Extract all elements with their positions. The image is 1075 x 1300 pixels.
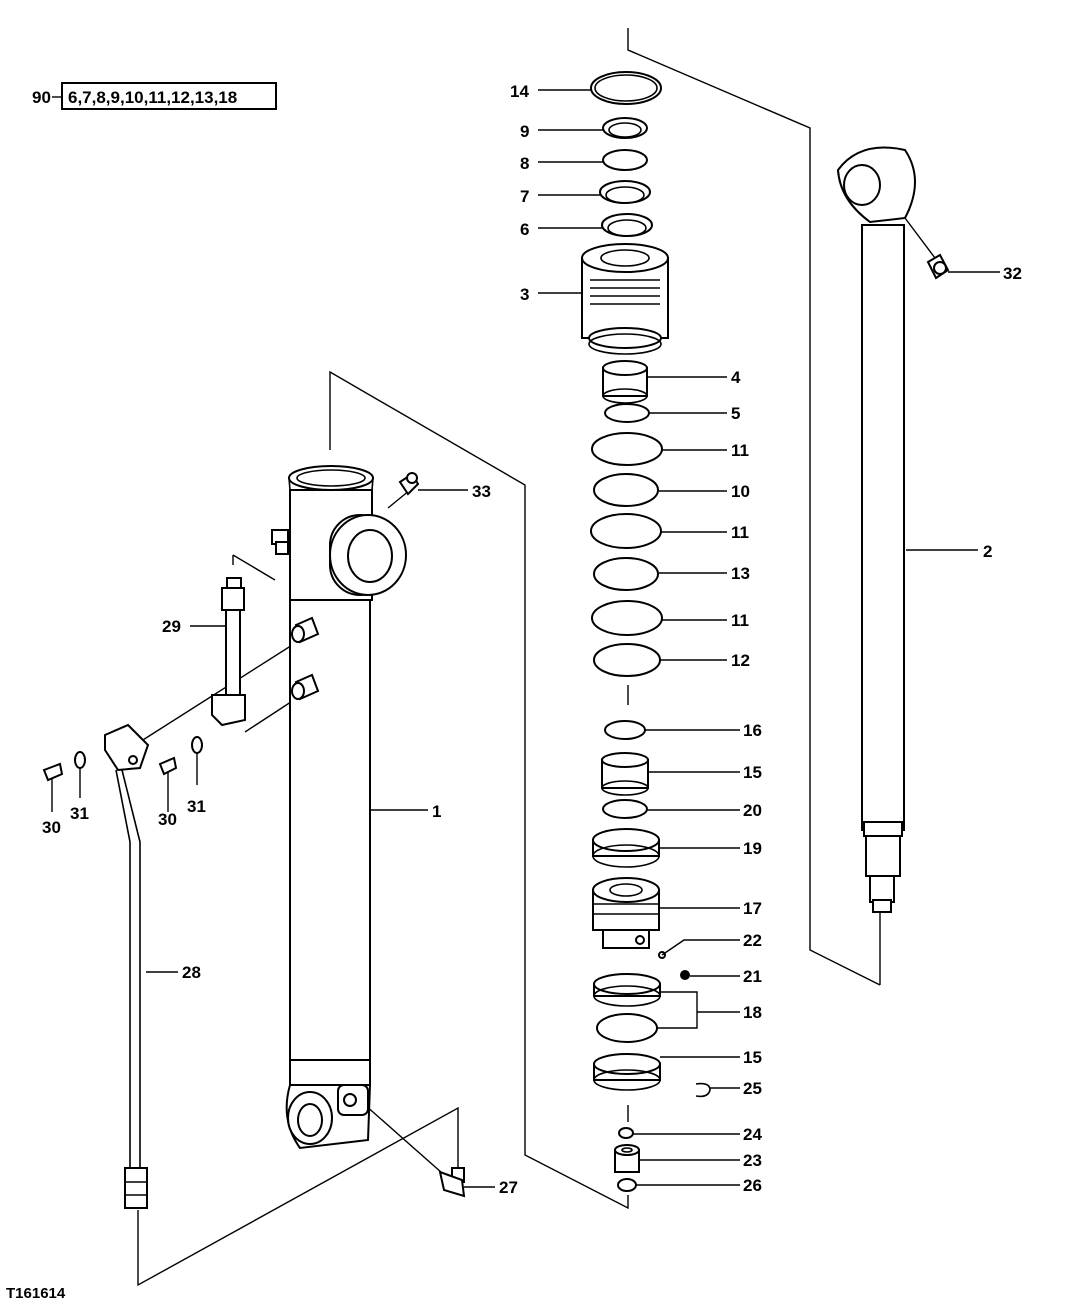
- figure-id: T161614: [6, 1285, 66, 1300]
- callout-8: 8: [520, 154, 529, 173]
- bushing-4: [602, 360, 648, 404]
- callout-23: 23: [743, 1151, 762, 1170]
- bushing-15b: [593, 1053, 661, 1091]
- callout-14: 14: [510, 82, 529, 101]
- callout-1: 1: [432, 802, 441, 821]
- callout-4: 4: [731, 368, 741, 387]
- callout-20: 20: [743, 801, 762, 820]
- callout-15a: 15: [743, 763, 762, 782]
- nut-23: [614, 1144, 640, 1173]
- grease-fitting-33: [398, 472, 420, 496]
- callout-9: 9: [520, 122, 529, 141]
- callout-11b: 11: [731, 523, 749, 542]
- kit-contents: 6,7,8,9,10,11,12,13,18: [68, 88, 237, 107]
- seal-stack: [590, 71, 662, 237]
- barrel-side-fitting: [271, 529, 289, 555]
- barrel-port-fittings: [291, 616, 320, 701]
- snap-ring-25: [695, 1082, 711, 1098]
- callout-15b: 15: [743, 1048, 762, 1067]
- ring-18: [593, 973, 661, 1007]
- callout-27: 27: [499, 1178, 518, 1197]
- ring-19: [592, 828, 660, 868]
- callout-30a: 30: [42, 818, 61, 837]
- callout-31a: 31: [70, 804, 89, 823]
- fitting-32: [926, 253, 950, 280]
- assembly-lines: [134, 28, 936, 1287]
- callout-26: 26: [743, 1176, 762, 1195]
- callout-24: 24: [743, 1125, 762, 1144]
- cylinder-head-3: [581, 243, 669, 355]
- ring-20: [602, 799, 648, 819]
- callout-13: 13: [731, 564, 750, 583]
- ring-16: [604, 720, 646, 740]
- callout-31b: 31: [187, 797, 206, 816]
- ring-11a: [591, 432, 663, 466]
- ring-11c: [591, 600, 663, 636]
- piston-17: [592, 877, 660, 949]
- callout-25: 25: [743, 1079, 762, 1098]
- callout-16: 16: [743, 721, 762, 740]
- ring-26: [617, 1178, 637, 1192]
- callout-29: 29: [162, 617, 181, 636]
- kit-prefix: 90: [32, 88, 51, 107]
- ring-13: [593, 557, 659, 591]
- ring-5: [604, 403, 650, 423]
- ball-21: [680, 970, 690, 980]
- upper-tube-29: [211, 577, 246, 727]
- piston-rod: [836, 146, 916, 913]
- callout-32: 32: [1003, 264, 1022, 283]
- callout-22: 22: [743, 931, 762, 950]
- callout-6: 6: [520, 220, 529, 239]
- callout-17: 17: [743, 899, 762, 918]
- ring-18b: [596, 1013, 658, 1043]
- callout-33: 33: [472, 482, 491, 501]
- bolts-and-washers: [42, 736, 203, 782]
- callout-28: 28: [182, 963, 201, 982]
- ring-24: [618, 1127, 634, 1139]
- callout-18: 18: [743, 1003, 762, 1022]
- ring-11b: [590, 513, 662, 549]
- kit-reference: 90 6,7,8,9,10,11,12,13,18: [32, 82, 277, 110]
- lower-tube-28: [104, 723, 150, 1209]
- callout-11a: 11: [731, 441, 749, 460]
- callout-5: 5: [731, 404, 740, 423]
- callout-30b: 30: [158, 810, 177, 829]
- callout-2: 2: [983, 542, 992, 561]
- elbow-fitting-27: [438, 1167, 466, 1198]
- callout-labels: 14 9 8 7 6 3 4 5 11 10 11 13 11 12 16 15…: [42, 82, 1022, 1197]
- leader-lines: [51, 89, 1000, 1188]
- callout-7: 7: [520, 187, 529, 206]
- bushing-15a: [601, 752, 649, 796]
- ring-12: [593, 643, 661, 677]
- callout-12: 12: [731, 651, 750, 670]
- callout-19: 19: [743, 839, 762, 858]
- callout-11c: 11: [731, 611, 749, 630]
- callout-21: 21: [743, 967, 762, 986]
- callout-10: 10: [731, 482, 750, 501]
- ring-10: [593, 473, 659, 507]
- cylinder-barrel: [285, 465, 407, 1150]
- callout-3: 3: [520, 285, 529, 304]
